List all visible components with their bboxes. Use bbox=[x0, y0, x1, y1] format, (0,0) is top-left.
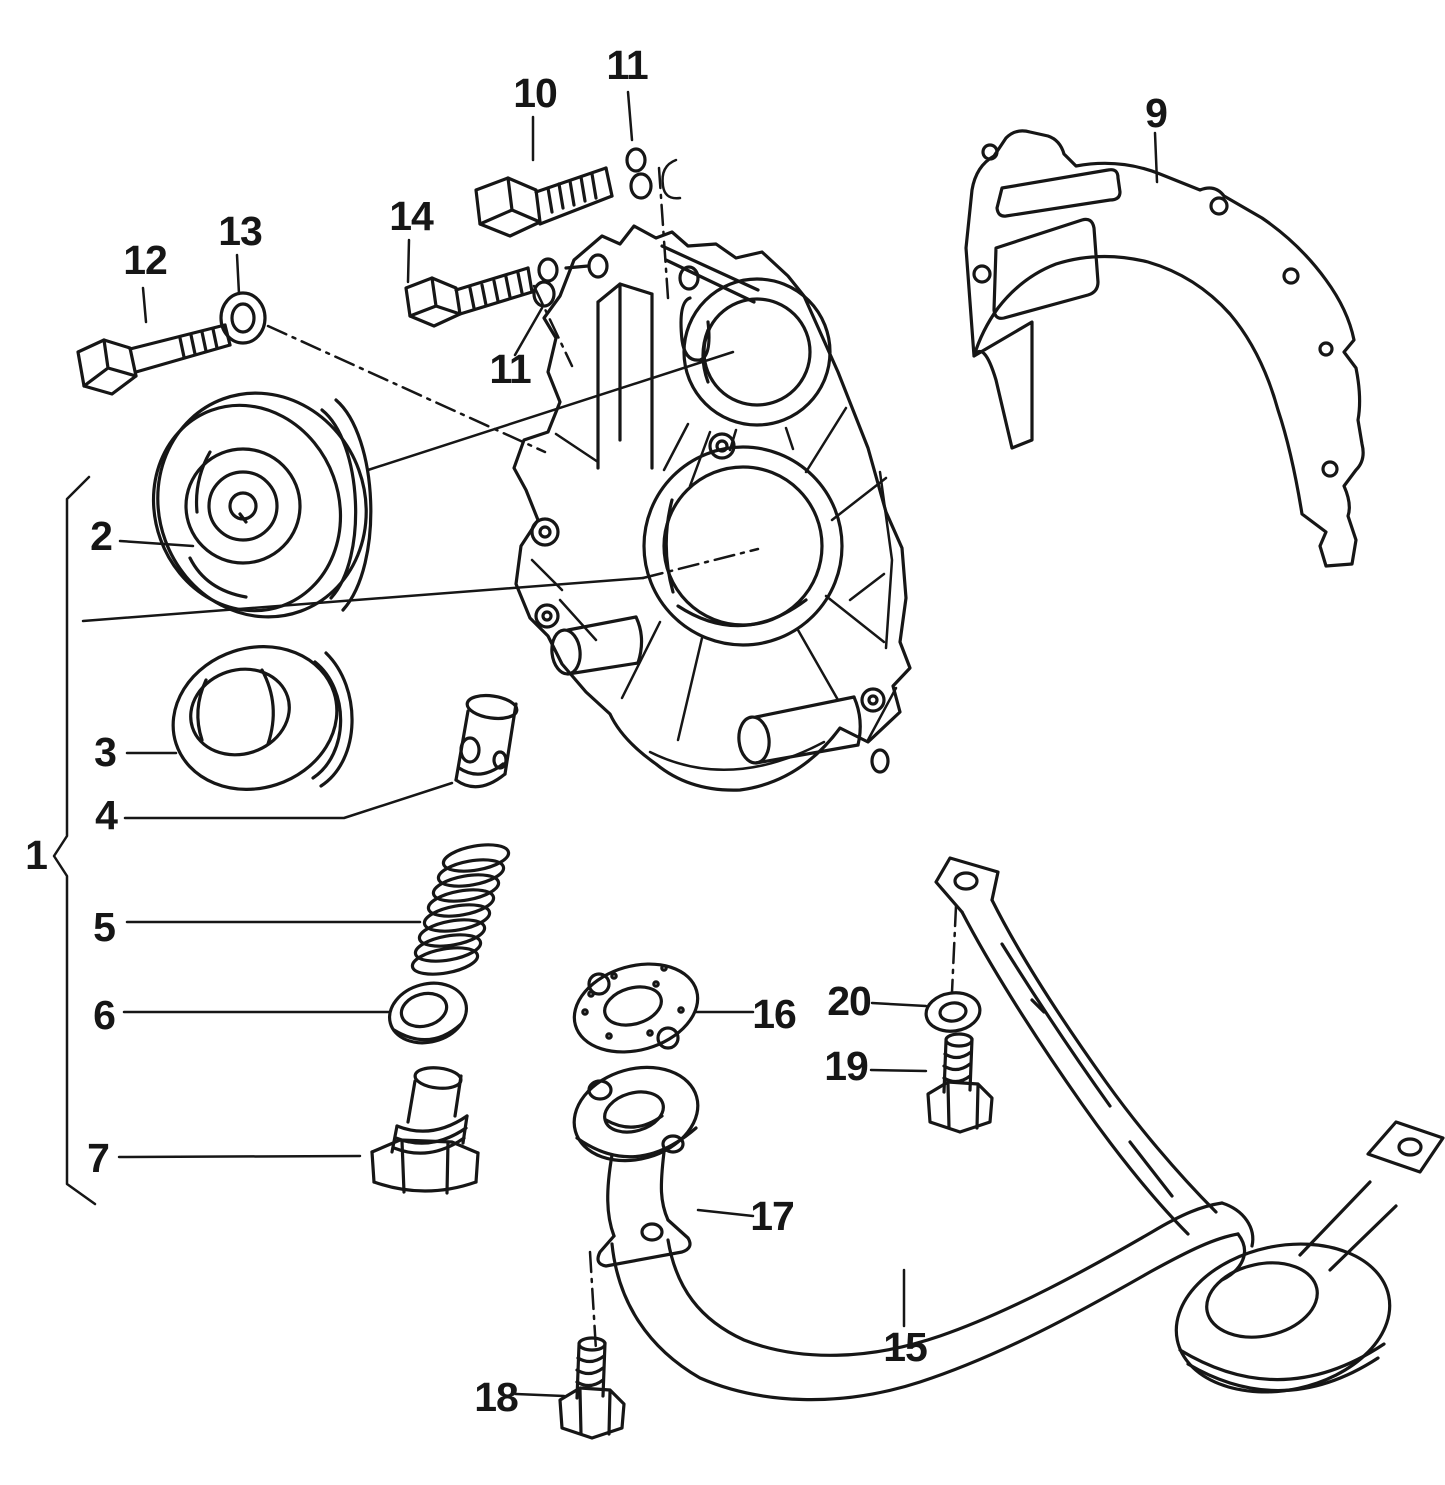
pulley-2 bbox=[151, 391, 373, 619]
part-callout-12: 12 bbox=[123, 237, 167, 283]
part-callout-11b: 11 bbox=[489, 346, 531, 392]
clip-11-lower bbox=[532, 257, 559, 308]
cover-gasket-9 bbox=[964, 129, 1365, 568]
flange-pipe-17 bbox=[572, 1065, 700, 1268]
clip-11-top bbox=[625, 147, 653, 200]
part-callout-16: 16 bbox=[752, 991, 796, 1037]
pulley-ring-3 bbox=[171, 645, 354, 791]
washer-13 bbox=[219, 291, 267, 345]
part-callout-1: 1 bbox=[25, 832, 47, 878]
seal-6 bbox=[387, 981, 469, 1045]
washer-20 bbox=[924, 991, 982, 1033]
part-callout-3: 3 bbox=[94, 729, 116, 775]
projection-lines bbox=[81, 158, 958, 1352]
bolt-12 bbox=[76, 323, 232, 396]
assembly-brace bbox=[52, 475, 97, 1206]
part-callout-18: 18 bbox=[474, 1374, 518, 1420]
part-callout-15: 15 bbox=[883, 1324, 927, 1370]
part-callout-10: 10 bbox=[513, 70, 557, 116]
part-callout-20: 20 bbox=[827, 978, 871, 1024]
spring-5 bbox=[410, 843, 511, 976]
part-callout-14: 14 bbox=[389, 193, 434, 239]
relief-piston-4 bbox=[454, 693, 519, 789]
bolt-14 bbox=[404, 266, 534, 328]
part-callout-11a: 11 bbox=[606, 42, 648, 88]
part-callout-7: 7 bbox=[87, 1135, 109, 1181]
part-callout-13: 13 bbox=[218, 208, 262, 254]
bolt-19 bbox=[926, 1032, 994, 1134]
part-callout-5: 5 bbox=[93, 904, 115, 950]
part-callout-6: 6 bbox=[93, 992, 115, 1038]
bolt-18 bbox=[558, 1336, 626, 1440]
part-callout-4: 4 bbox=[95, 792, 118, 838]
flange-gasket-16 bbox=[572, 962, 700, 1054]
part-callout-17: 17 bbox=[750, 1193, 794, 1239]
leader-lines bbox=[52, 90, 1159, 1398]
timing-cover-housing bbox=[512, 224, 912, 792]
plug-bolt-7 bbox=[370, 1066, 480, 1195]
bolt-10 bbox=[474, 166, 614, 238]
part-callout-2: 2 bbox=[90, 513, 112, 559]
part-callout-19: 19 bbox=[824, 1043, 868, 1089]
suction-pipe-15 bbox=[610, 856, 1445, 1402]
part-callout-9: 9 bbox=[1145, 90, 1167, 136]
